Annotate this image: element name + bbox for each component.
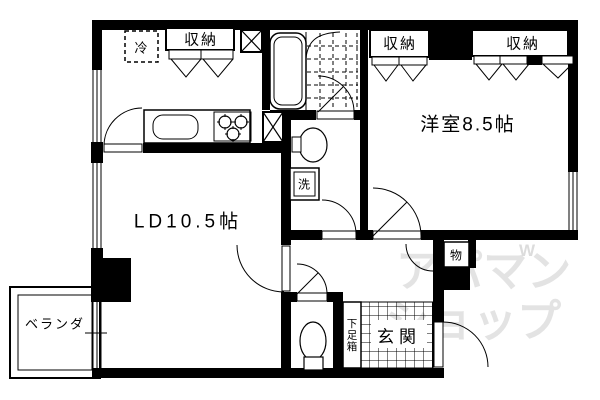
shoe-cabinet-box: [342, 301, 362, 369]
washbasin: [291, 127, 328, 163]
window-left-upper: [92, 70, 102, 142]
bedroom-closet-right: [471, 29, 574, 81]
window-left-middle: [92, 163, 102, 248]
washing-machine-box: [289, 167, 320, 201]
small-storage-label: 物: [449, 248, 463, 263]
window-bedroom-right: [568, 172, 578, 230]
refrigerator-label: 冷: [134, 40, 148, 56]
door-kitchen: [103, 107, 143, 153]
door-bath: [316, 75, 355, 120]
door-bedroom: [372, 187, 422, 240]
door-small-storage: [405, 243, 434, 272]
toilet: [299, 321, 327, 371]
door-washroom: [321, 199, 357, 240]
bedroom-storage-right-label: 収納: [505, 35, 541, 53]
door-entrance: [433, 321, 489, 368]
kitchen-counter: [143, 109, 252, 144]
pipe-space-corner: [262, 111, 284, 143]
entrance-label: 玄関: [375, 322, 423, 348]
pipe-space-kitchen: [240, 29, 263, 53]
windows: [85, 70, 578, 368]
doors: [103, 75, 489, 368]
stove: [213, 111, 252, 142]
refrigerator-box: [124, 30, 159, 63]
small-storage-box: [443, 241, 470, 268]
bedroom-closet-left: [369, 29, 430, 82]
window-balcony-door: [85, 302, 107, 368]
watermark-mark: W: [519, 241, 536, 260]
bathtub: [269, 32, 307, 110]
living-dining-label: LD10.5帖: [133, 211, 243, 233]
balcony-label: ベランダ: [24, 316, 86, 332]
watermark-line1: アパマン: [396, 247, 572, 296]
kitchen-storage-closet: [165, 27, 235, 78]
washing-machine-label: 洗: [297, 177, 311, 192]
bedroom-storage-left-label: 収納: [382, 35, 418, 53]
kitchen-storage-label: 収納: [183, 31, 219, 49]
door-living-hall: [236, 244, 291, 293]
shoe-cabinet-label: 下足箱: [345, 317, 358, 353]
wall-layer: [91, 20, 578, 378]
sink: [152, 114, 199, 140]
bedroom-label: 洋室8.5帖: [420, 114, 516, 136]
door-toilet: [296, 263, 328, 302]
